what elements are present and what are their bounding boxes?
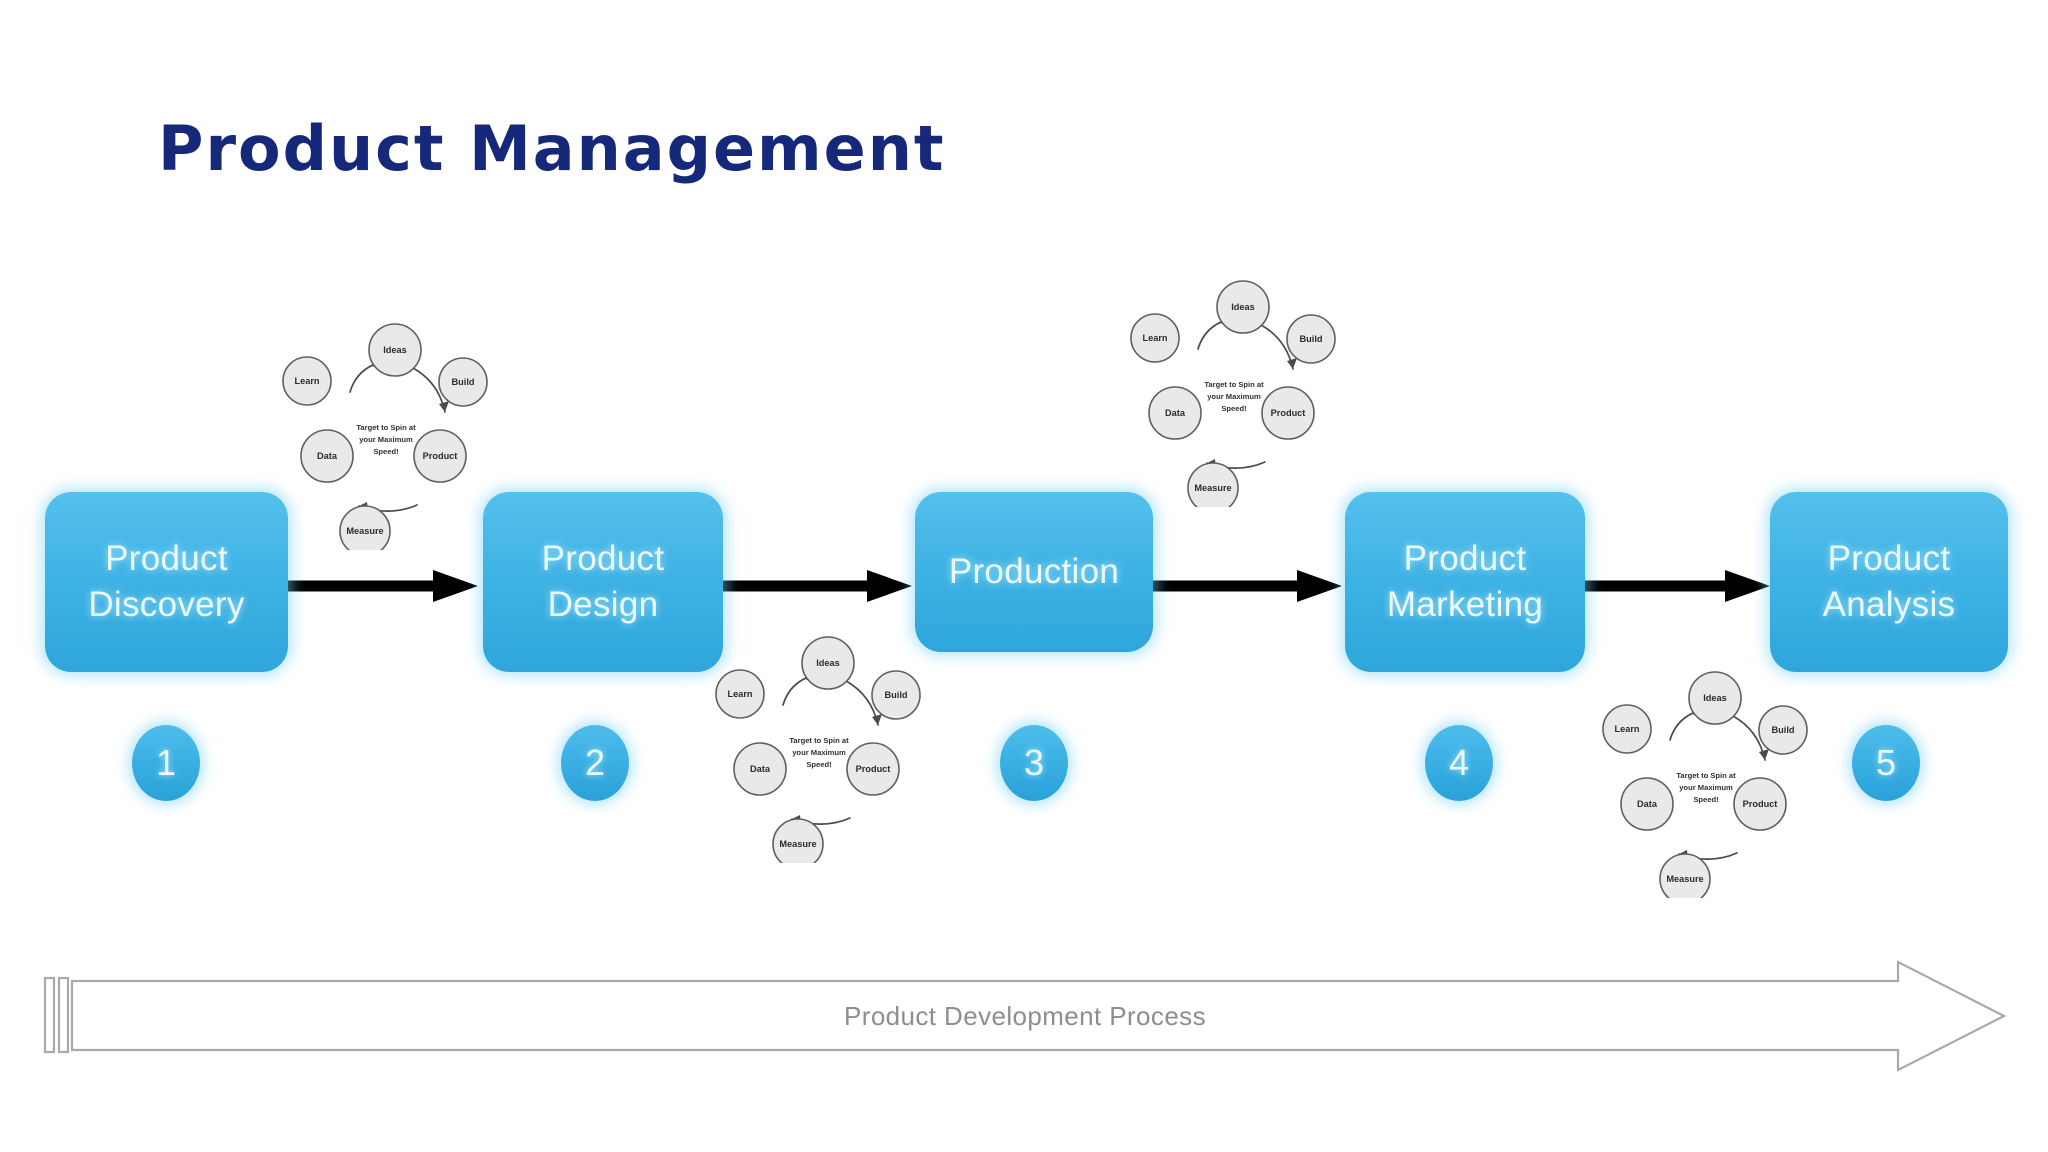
process-box-label-line-2: Marketing	[1386, 585, 1544, 624]
process-box-label-line-1: Product	[1827, 538, 1951, 578]
loop-node-label-ideas: Ideas	[383, 345, 407, 355]
loop-node-label-learn: Learn	[294, 376, 319, 386]
process-box-label-line-2: Design	[547, 585, 659, 624]
step-badge-number: 2	[584, 742, 606, 783]
loop-center-text-line-3: Speed!	[1221, 404, 1246, 413]
loop-node-label-measure: Measure	[779, 839, 816, 849]
loop-node-label-product: Product	[1743, 799, 1778, 809]
spin-loop-diagram-below-design: Ideas Build Product Measure Data Learn T…	[688, 633, 938, 863]
loop-center-text-line-2: your Maximum	[1679, 783, 1733, 792]
loop-node-label-data: Data	[317, 451, 338, 461]
spin-loop-diagram-above-discovery: Ideas Build Product Measure Data Learn T…	[255, 320, 505, 550]
step-badge-number: 4	[1448, 742, 1470, 783]
connector-arrow-4	[1580, 570, 1770, 602]
page-title: Product Management	[158, 112, 946, 185]
loop-node-label-build: Build	[452, 377, 475, 387]
loop-center-text-line-1: Target to Spin at	[1676, 771, 1736, 780]
process-box-product-design[interactable]: Product Design	[483, 492, 723, 672]
loop-center-text-line-1: Target to Spin at	[789, 736, 849, 745]
loop-node-label-product: Product	[423, 451, 458, 461]
loop-node-label-data: Data	[1637, 799, 1658, 809]
loop-node-label-product: Product	[856, 764, 891, 774]
loop-center-text-line-2: your Maximum	[1207, 392, 1261, 401]
loop-center-text-line-1: Target to Spin at	[1204, 380, 1264, 389]
loop-center-text-line-3: Speed!	[373, 447, 398, 456]
loop-node-label-measure: Measure	[346, 526, 383, 536]
spin-loop-diagram-above-production: Ideas Build Product Measure Data Learn T…	[1103, 277, 1353, 507]
loop-node-label-data: Data	[1165, 408, 1186, 418]
loop-center-text-line-2: your Maximum	[792, 748, 846, 757]
process-box-product-analysis[interactable]: Product Analysis	[1770, 492, 2008, 672]
connector-arrow-2	[722, 570, 912, 602]
loop-node-label-learn: Learn	[1614, 724, 1639, 734]
process-box-product-marketing[interactable]: Product Marketing	[1345, 492, 1585, 672]
process-box-label-line-1: Product	[1403, 538, 1527, 578]
process-box-product-discovery[interactable]: Product Discovery	[45, 492, 288, 672]
process-box-production[interactable]: Production	[915, 492, 1153, 652]
step-badge-2[interactable]: 2	[561, 725, 629, 801]
step-badge-1[interactable]: 1	[132, 725, 200, 801]
loop-center-text-line-2: your Maximum	[359, 435, 413, 444]
loop-node-label-ideas: Ideas	[1703, 693, 1727, 703]
loop-node-label-build: Build	[1300, 334, 1323, 344]
loop-node-label-build: Build	[1772, 725, 1795, 735]
loop-center-text-line-3: Speed!	[806, 760, 831, 769]
step-badge-3[interactable]: 3	[1000, 725, 1068, 801]
step-badge-5[interactable]: 5	[1852, 725, 1920, 801]
step-badge-number: 5	[1875, 742, 1897, 783]
loop-node-label-measure: Measure	[1194, 483, 1231, 493]
connector-arrow-3	[1152, 570, 1342, 602]
process-box-label-line-2: Discovery	[88, 585, 245, 624]
loop-node-label-ideas: Ideas	[816, 658, 840, 668]
spin-loop-diagram-below-marketing: Ideas Build Product Measure Data Learn T…	[1575, 668, 1825, 898]
step-badge-4[interactable]: 4	[1425, 725, 1493, 801]
process-box-label-line-1: Product	[541, 538, 665, 578]
loop-node-label-product: Product	[1271, 408, 1306, 418]
process-box-label-line-1: Production	[948, 551, 1120, 591]
step-badge-number: 3	[1023, 742, 1045, 783]
loop-node-label-learn: Learn	[1142, 333, 1167, 343]
step-badge-number: 1	[155, 742, 177, 783]
connector-arrow-1	[288, 570, 478, 602]
process-box-label-line-2: Analysis	[1822, 585, 1956, 624]
loop-node-label-ideas: Ideas	[1231, 302, 1255, 312]
loop-node-label-learn: Learn	[727, 689, 752, 699]
loop-center-text-line-1: Target to Spin at	[356, 423, 416, 432]
loop-node-label-build: Build	[885, 690, 908, 700]
product-development-process-banner: Product Development Process	[42, 960, 2008, 1072]
loop-node-label-data: Data	[750, 764, 771, 774]
loop-node-label-measure: Measure	[1666, 874, 1703, 884]
loop-center-text-line-3: Speed!	[1693, 795, 1718, 804]
process-box-label-line-1: Product	[105, 538, 228, 578]
